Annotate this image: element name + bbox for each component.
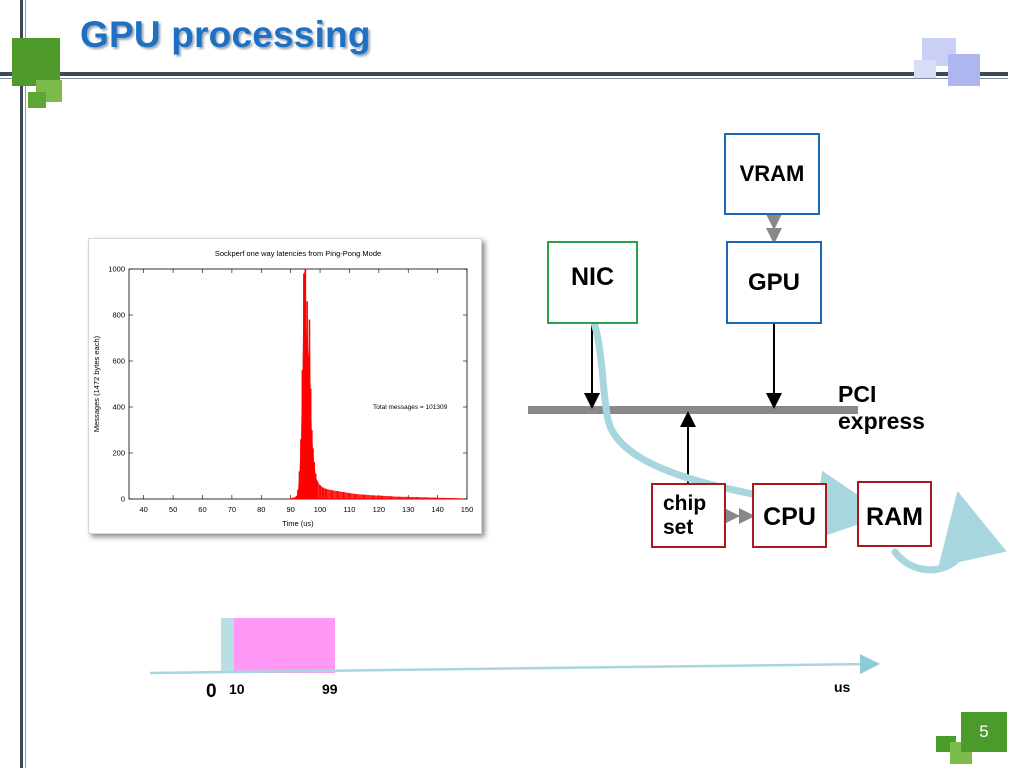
page-number: 5	[961, 712, 1007, 752]
pci-label-line1: PCI	[838, 381, 877, 407]
x-tick-label: 120	[373, 505, 386, 514]
x-tick-label: 100	[314, 505, 327, 514]
x-tick-label: 70	[228, 505, 236, 514]
pci-bus	[528, 406, 858, 414]
cpu-box: CPU	[752, 483, 827, 548]
timeline-label-10: 10	[229, 681, 245, 697]
left-rule-thin	[25, 0, 26, 768]
x-tick-label: 40	[140, 505, 148, 514]
y-axis-label: Messages (1472 bytes each)	[92, 335, 101, 432]
timeline-unit-label: us	[834, 679, 851, 695]
chipset-box: chip set	[651, 483, 726, 548]
vram-box: VRAM	[724, 133, 820, 215]
x-tick-label: 140	[431, 505, 444, 514]
x-tick-label: 130	[402, 505, 415, 514]
header-rule-thin	[0, 78, 1008, 79]
decor-square-green-3	[28, 92, 46, 108]
timeline-label-99: 99	[322, 681, 338, 697]
nic-box: NIC	[547, 241, 638, 324]
header-rule	[0, 72, 1008, 76]
data-area	[290, 269, 462, 499]
data-bar	[460, 498, 462, 499]
x-tick-label: 110	[343, 505, 355, 514]
latency-chart-frame: Sockperf one way latencies from Ping-Pon…	[88, 238, 482, 534]
y-tick-label: 200	[112, 449, 125, 458]
x-tick-label: 80	[257, 505, 265, 514]
x-tick-label: 60	[198, 505, 206, 514]
ram-box: RAM	[857, 481, 932, 547]
timeline-axis	[149, 654, 880, 675]
chipset-label-line2: set	[663, 515, 694, 539]
vram-label: VRAM	[739, 161, 805, 186]
gpu-box: GPU	[726, 241, 822, 324]
x-axis-label: Time (us)	[282, 519, 314, 528]
data-bar	[289, 498, 292, 499]
pci-label-line2: express	[838, 408, 925, 434]
timeline-label-zero: 0	[206, 681, 217, 702]
chipset-label-line1: chip	[663, 491, 707, 515]
x-tick-label: 90	[286, 505, 294, 514]
y-tick-label: 0	[121, 495, 125, 504]
page-title: GPU processing	[80, 14, 371, 55]
cpu-label: CPU	[763, 503, 816, 531]
left-rule	[20, 0, 23, 768]
timeline-segment-teal	[221, 618, 234, 673]
pci-express-label: PCI express	[838, 381, 925, 435]
nic-label: NIC	[570, 263, 615, 291]
y-tick-label: 1000	[108, 265, 125, 274]
ram-label: RAM	[866, 503, 923, 531]
y-tick-label: 600	[112, 357, 125, 366]
decor-square-green-1	[12, 38, 60, 86]
gpu-label: GPU	[747, 268, 800, 296]
y-tick-label: 400	[112, 403, 125, 412]
chart-title: Sockperf one way latencies from Ping-Pon…	[215, 249, 381, 258]
ram-loop-curve	[891, 490, 1007, 574]
x-tick-label: 150	[461, 505, 474, 514]
data-path-curve	[578, 294, 887, 540]
x-tick-label: 50	[169, 505, 177, 514]
decor-square-lavender-2	[948, 54, 980, 86]
timeline-segment-pink	[234, 618, 335, 673]
decor-square-lavender-3	[914, 60, 936, 78]
y-tick-label: 800	[112, 311, 125, 320]
latency-chart: Sockperf one way latencies from Ping-Pon…	[92, 249, 474, 528]
chart-annotation: Total messages = 101309	[373, 404, 448, 411]
